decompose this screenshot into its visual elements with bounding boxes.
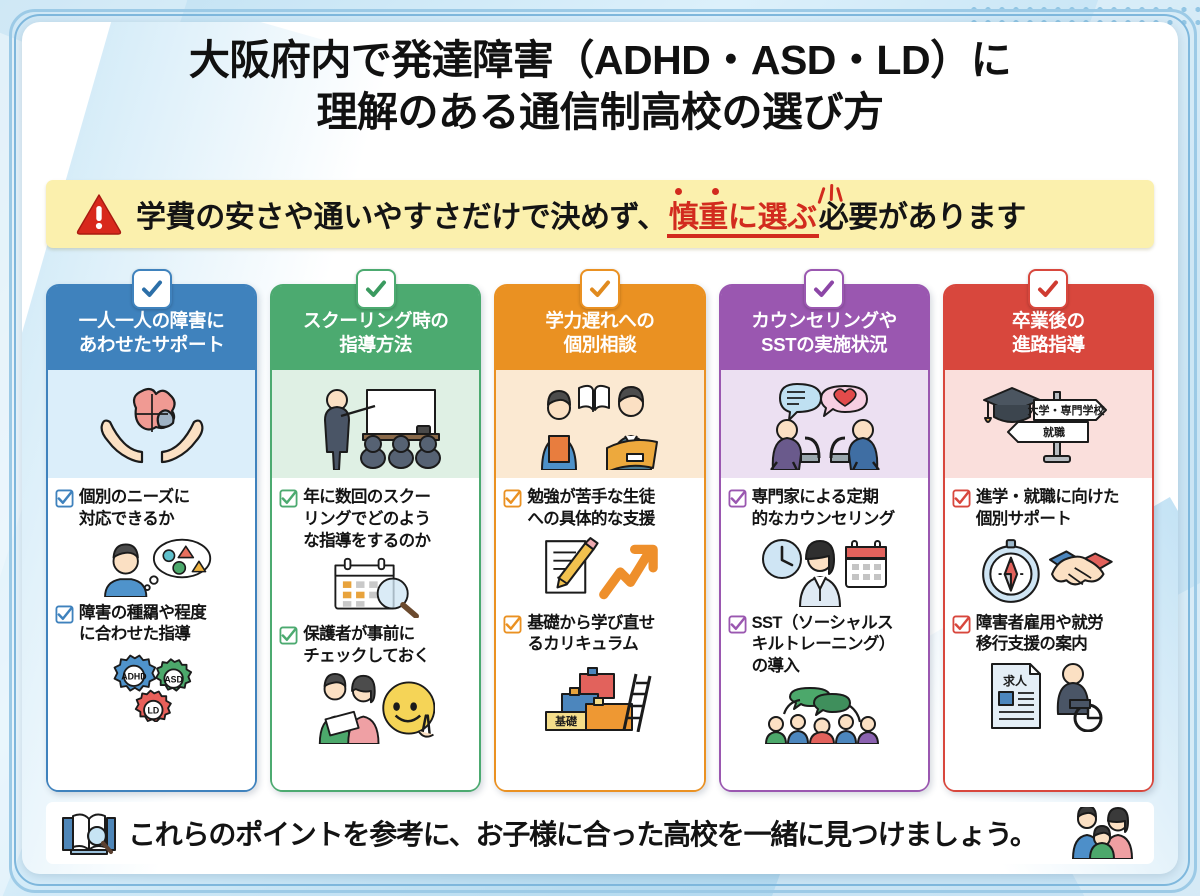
card-body: 勉強が苦手な生徒 への具体的な支援 — [496, 478, 704, 790]
checkbox-icon — [503, 615, 522, 634]
warning-text-after: 必要があります — [818, 201, 1027, 234]
calendar-magnifier-icon — [279, 556, 471, 619]
checklist-item-text: 保護者が事前に チェックしておく — [303, 625, 430, 666]
checklist-item-text: 勉強が苦手な生徒 への具体的な支援 — [527, 488, 655, 528]
checkbox-icon — [55, 605, 74, 624]
checkmark-badge-icon — [804, 269, 845, 309]
card-support[interactable]: 一人一人の障害に あわせたサポート — [46, 269, 258, 792]
checklist-item: 勉強が苦手な生徒 への具体的な支援 — [503, 487, 695, 531]
checklist-item: SST（ソーシャルス キルトレーニング） の導入 — [728, 613, 920, 678]
checkmark-badge-icon — [131, 269, 172, 309]
inner-border-frame — [14, 14, 1190, 886]
job-listing-label: 求人 — [1003, 673, 1028, 688]
checkmark-badge-icon — [1028, 269, 1069, 309]
family-icon — [1072, 807, 1133, 859]
checkbox-icon — [728, 489, 747, 508]
checklist-item-text: 障害の種羂や程度 に合わせた指導 — [79, 603, 207, 644]
page-title: 大阪府内で発達障害（ADHD・ASD・LD）に 理解のある通信制高校の選び方 — [0, 34, 1200, 139]
job-listing-wheelchair-icon: 求人 — [952, 660, 1144, 733]
checklist-item: 障害の種羂や程度 に合わせた指導 — [55, 603, 247, 647]
clock-counselor-calendar-icon — [728, 535, 920, 607]
warning-text-emphasis: 慎重に選ぶ — [666, 183, 843, 238]
card-counseling-sst[interactable]: カウンセリングや SSTの実施状況 — [718, 269, 930, 792]
checklist-item: 年に数回のスクー リングでどのよう な指導をするのか — [279, 487, 471, 552]
checklist-item: 専門家による定期 的なカウンセリング — [728, 487, 920, 531]
graduation-cap-signpost-icon: 大学・専門学校 就職 — [944, 370, 1153, 478]
checklist-cards: 一人一人の障害に あわせたサポート — [46, 269, 1155, 792]
page-title-line-1: 大阪府内で発達障害（ADHD・ASD・LD）に — [188, 37, 1012, 83]
checklist-item-text: 個別のニーズに 対応できるか — [79, 488, 190, 528]
checklist-item: 障害者雇用や就労 移行支援の案内 — [952, 613, 1144, 657]
gear-label-ld: LD — [147, 706, 159, 716]
card-academic-support[interactable]: 学力遅れへの 個別相談 — [494, 269, 706, 792]
group-speech-bubbles-icon — [728, 682, 920, 744]
card-body: 個別のニーズに 対応できるか — [48, 478, 256, 790]
notepad-pencil-uparrow-icon — [503, 535, 695, 607]
checkbox-icon — [55, 489, 74, 508]
outer-border-frame — [9, 9, 1197, 893]
blocks-ladder-icon: 基礎 — [503, 660, 695, 733]
checklist-item: 進学・就職に向けた 個別サポート — [952, 487, 1144, 531]
checkbox-icon — [279, 626, 298, 645]
checklist-item-text: 障害者雇用や就労 移行支援の案内 — [975, 613, 1104, 654]
warning-text: 学費の安さや通いやすさだけで決めず、慎重に選ぶ必要があります — [136, 183, 1027, 238]
checklist-item-text: 専門家による定期 的なカウンセリング — [751, 488, 896, 528]
checkbox-icon — [952, 615, 971, 634]
card-title: 卒業後の 進路指導 — [944, 286, 1153, 370]
warning-text-before: 学費の安さや通いやすさだけで決めず、 — [136, 201, 667, 234]
card-body: 進学・就職に向けた 個別サポート — [944, 478, 1153, 790]
block-label-foundation: 基礎 — [554, 714, 578, 728]
checkmark-badge-icon — [580, 269, 620, 309]
hands-holding-brain-puzzle-icon — [48, 370, 256, 478]
checkmark-badge-icon — [355, 269, 396, 309]
checklist-item: 保護者が事前に チェックしておく — [279, 624, 471, 668]
checklist-item-text: SST（ソーシャルス キルトレーニング） の導入 — [751, 613, 896, 676]
compass-handshake-icon — [952, 535, 1144, 607]
student-teacher-book-icon — [496, 370, 704, 478]
gear-label-adhd: ADHD — [121, 672, 146, 682]
polka-dot-decoration — [965, 0, 1200, 26]
gear-label-asd: ASD — [164, 674, 182, 684]
page-title-line-2: 理解のある通信制高校の選び方 — [316, 89, 885, 136]
signpost-label-college: 大学・専門学校 — [1028, 403, 1106, 417]
card-body: 年に数回のスクー リングでどのよう な指導をするのか — [272, 478, 480, 790]
checklist-item: 基礎から学び直せ るカリキュラム — [503, 613, 695, 657]
teacher-whiteboard-classroom-icon — [272, 370, 480, 478]
open-book-magnifier-icon — [62, 813, 116, 855]
warning-banner: 学費の安さや通いやすさだけで決めず、慎重に選ぶ必要があります — [46, 180, 1154, 248]
checklist-item-text: 基礎から学び直せ るカリキュラム — [527, 613, 655, 654]
checkbox-icon — [279, 489, 298, 508]
card-career-guidance[interactable]: 卒業後の 進路指導 大学・専門学校 就職 — [942, 269, 1155, 792]
checklist-item-text: 進学・就職に向けた 個別サポート — [975, 488, 1120, 528]
footer-text: これらのポイントを参考に、お子様に合った高校を一緒に見つけましょう。 — [128, 819, 1038, 850]
person-thinking-shapes-icon — [55, 535, 247, 597]
gears-adhd-asd-ld-icon: ADHD ASD LD — [55, 650, 247, 723]
signpost-label-employment: 就職 — [1043, 425, 1065, 439]
footer-banner: これらのポイントを参考に、お子様に合った高校を一緒に見つけましょう。 — [46, 802, 1154, 864]
card-body: 専門家による定期 的なカウンセリング — [720, 478, 928, 790]
warning-emphasis-label: 慎重に選ぶ — [668, 201, 817, 234]
checkbox-icon — [728, 615, 747, 634]
card-schooling[interactable]: スクーリング時の 指導方法 — [270, 269, 482, 792]
two-people-counseling-icon — [720, 370, 928, 478]
parents-document-smiley-icon — [279, 672, 471, 744]
checkbox-icon — [952, 489, 971, 508]
checklist-item: 個別のニーズに 対応できるか — [55, 487, 247, 531]
checkbox-icon — [503, 489, 522, 508]
warning-triangle-icon — [76, 193, 122, 235]
checklist-item-text: 年に数回のスクー リングでどのよう な指導をするのか — [303, 488, 431, 550]
